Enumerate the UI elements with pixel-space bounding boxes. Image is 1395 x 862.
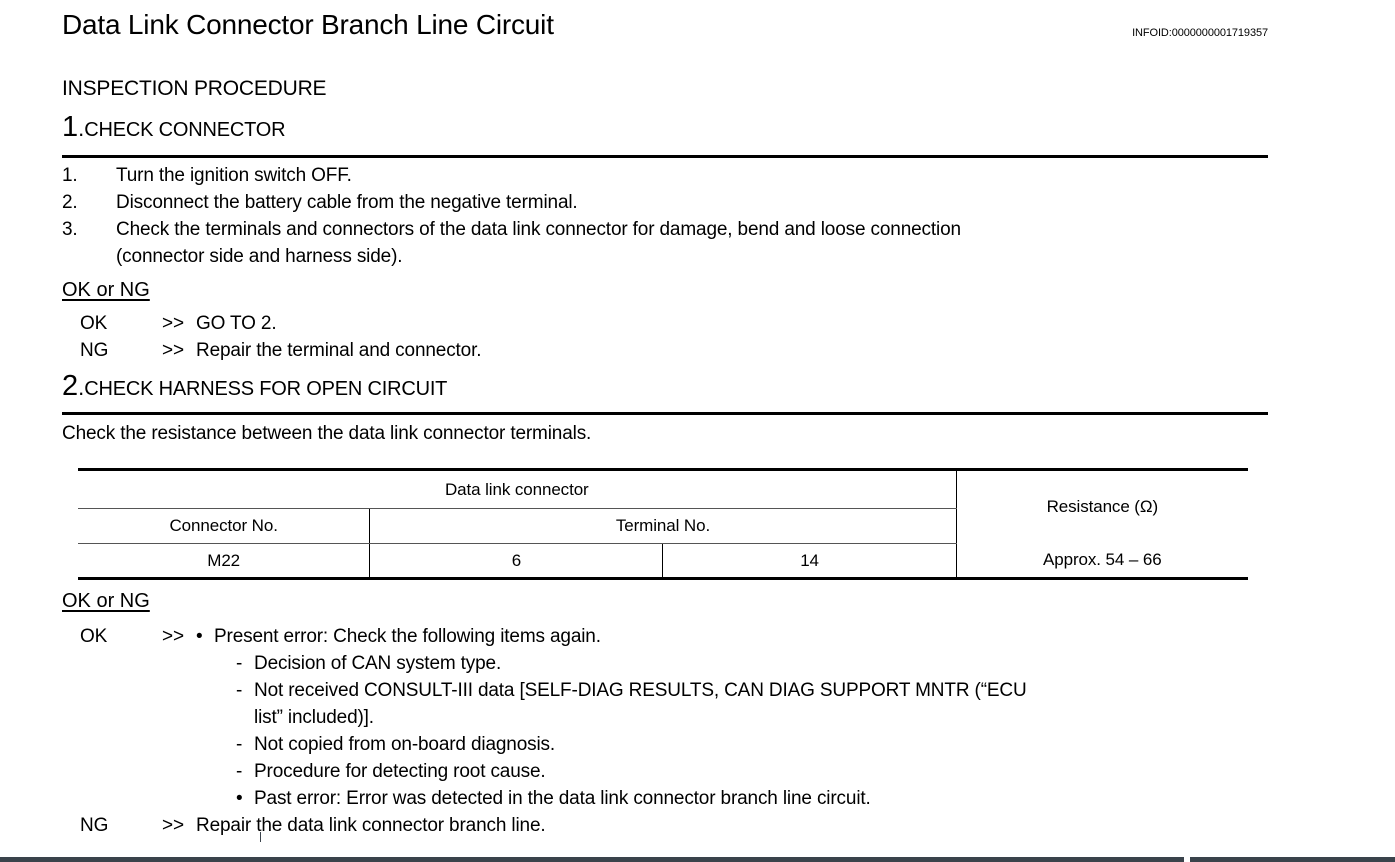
- page-title: Data Link Connector Branch Line Circuit: [62, 9, 554, 40]
- table-header-terminal-no: Terminal No.: [369, 508, 957, 544]
- cell-connector-no: M22: [78, 543, 371, 580]
- item-text: Disconnect the battery cable from the ne…: [116, 192, 578, 213]
- step-1-number: 1: [62, 111, 79, 143]
- list-item: 1. Turn the ignition switch OFF.: [62, 162, 1268, 189]
- step-1-title: CHECK CONNECTOR: [84, 119, 286, 141]
- item-text-continued: (connector side and harness side).: [116, 246, 403, 267]
- dash-marker: -: [236, 653, 243, 674]
- cell-resistance: Approx. 54 – 66: [956, 543, 1248, 580]
- infoid-label: INFOID:0000000001719357: [1132, 27, 1268, 39]
- bullet-text: Present error: Check the following items…: [214, 626, 601, 647]
- result-tag: OK: [80, 626, 108, 647]
- item-number: 3.: [62, 219, 78, 240]
- bullet-item-present-error: • Present error: Check the following ite…: [62, 623, 1268, 650]
- bullet-item-consult-iii: - Not received CONSULT-III data [SELF-DI…: [62, 677, 1268, 704]
- item-number: 2.: [62, 192, 78, 213]
- step-2-dot: .: [78, 375, 85, 400]
- step-2-heading: 2.CHECK HARNESS FOR OPEN CIRCUIT: [62, 371, 447, 406]
- ok-or-ng-label-1: OK or NG: [62, 279, 150, 301]
- footer-rule-gap: [1184, 857, 1190, 862]
- bullet-text: Past error: Error was detected in the da…: [254, 788, 871, 809]
- table-row: M22 6 14 Approx. 54 – 66: [78, 543, 1248, 580]
- table-row-sub-header: Connector No. Terminal No.: [78, 508, 1248, 544]
- ok-or-ng-label-2: OK or NG: [62, 590, 150, 612]
- result-text: Repair the data link connector branch li…: [196, 815, 546, 836]
- result-text: Repair the terminal and connector.: [196, 340, 482, 361]
- table-header-connector-no: Connector No.: [78, 508, 371, 544]
- result-tag: OK: [80, 313, 108, 334]
- bullet-item-can-system-type: - Decision of CAN system type.: [62, 650, 1268, 677]
- list-item: 2. Disconnect the battery cable from the…: [62, 189, 1268, 216]
- cell-terminal-a: 6: [369, 543, 664, 580]
- result-arrow: >>: [162, 626, 184, 647]
- dash-marker: -: [236, 680, 243, 701]
- bullet-item-on-board-diagnosis: - Not copied from on-board diagnosis.: [62, 731, 1268, 758]
- bullet-text: Procedure for detecting root cause.: [254, 761, 546, 782]
- dash-marker: -: [236, 734, 243, 755]
- result-arrow: >>: [162, 313, 184, 334]
- bullet-marker: •: [236, 788, 243, 809]
- step-1-results: OK >> GO TO 2. NG >> Repair the terminal…: [62, 310, 1268, 364]
- footer-tick-mark: [260, 832, 261, 842]
- step-2-intro: Check the resistance between the data li…: [62, 420, 1268, 447]
- step-2-ng-result: NG >> Repair the data link connector bra…: [62, 812, 1268, 839]
- step-1-heading: 1.CHECK CONNECTOR: [62, 111, 286, 147]
- bullet-text-continued: list” included)].: [254, 707, 374, 728]
- result-row-ok: OK >> GO TO 2.: [62, 310, 1268, 337]
- item-number: 1.: [62, 165, 78, 186]
- table-header-data-link-connector: Data link connector: [78, 468, 957, 509]
- dash-marker: -: [236, 761, 243, 782]
- bullet-item-consult-iii-continued: list” included)].: [62, 704, 1268, 731]
- list-item: 3. Check the terminals and connectors of…: [62, 216, 1268, 270]
- intro-text: Check the resistance between the data li…: [62, 423, 592, 444]
- resistance-spec-table: Data link connector Resistance (Ω) Conne…: [78, 468, 1248, 580]
- step-1-dot: .: [78, 116, 85, 141]
- bullet-text: Not copied from on-board diagnosis.: [254, 734, 556, 755]
- result-arrow: >>: [162, 340, 184, 361]
- footer-rule: [0, 857, 1395, 862]
- result-row-ng: NG >> Repair the data link connector bra…: [62, 812, 1268, 839]
- inspection-procedure-heading: INSPECTION PROCEDURE: [62, 77, 327, 100]
- table-header-resistance: Resistance (Ω): [956, 468, 1248, 544]
- title-row: Data Link Connector Branch Line Circuit …: [62, 8, 1272, 48]
- result-tag: NG: [80, 815, 109, 836]
- step-2-number: 2: [62, 370, 79, 402]
- item-text: Check the terminals and connectors of th…: [116, 219, 961, 240]
- bullet-marker: •: [196, 626, 203, 647]
- bullet-item-past-error: • Past error: Error was detected in the …: [62, 785, 1268, 812]
- cell-terminal-b: 14: [662, 543, 957, 580]
- bullet-item-root-cause: - Procedure for detecting root cause.: [62, 758, 1268, 785]
- result-arrow: >>: [162, 815, 184, 836]
- step-2-bullet-list: • Present error: Check the following ite…: [62, 623, 1268, 812]
- result-row-ng: NG >> Repair the terminal and connector.: [62, 337, 1268, 364]
- result-tag: NG: [80, 340, 109, 361]
- step-2-title: CHECK HARNESS FOR OPEN CIRCUIT: [84, 378, 448, 400]
- rule-under-step-2: [62, 412, 1268, 415]
- bullet-text: Not received CONSULT-III data [SELF-DIAG…: [254, 680, 1027, 701]
- bullet-text: Decision of CAN system type.: [254, 653, 502, 674]
- result-text: GO TO 2.: [196, 313, 277, 334]
- item-text: Turn the ignition switch OFF.: [116, 165, 352, 186]
- rule-under-step-1: [62, 155, 1268, 158]
- table-row-group-header: Data link connector Resistance (Ω): [78, 468, 1248, 544]
- step-1-items: 1. Turn the ignition switch OFF. 2. Disc…: [62, 162, 1268, 270]
